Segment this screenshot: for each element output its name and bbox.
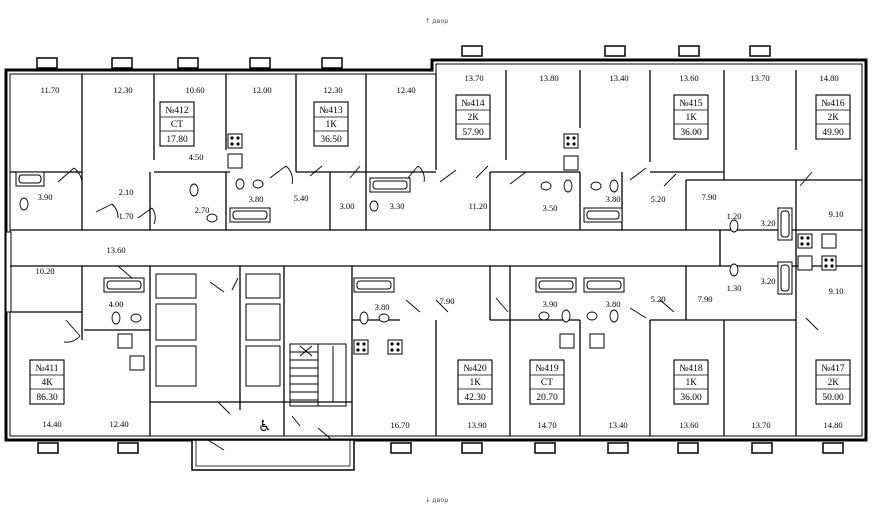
unit-413-area: 36.50	[320, 135, 342, 145]
unit-417-area: 50.00	[822, 393, 844, 403]
room-area-label: 9.10	[829, 209, 844, 219]
room-area-label: 2.10	[119, 187, 134, 197]
unit-420-type: 1К	[469, 378, 481, 388]
room-area-label: 3.80	[249, 194, 264, 204]
room-area-label: 14.80	[823, 420, 842, 430]
room-area-label: 12.30	[113, 85, 132, 95]
room-area-label: 5.20	[651, 194, 666, 204]
room-area-label: 3.30	[390, 201, 405, 211]
room-area-label: 13.70	[751, 420, 770, 430]
bottom-yard-label: двор	[432, 496, 448, 504]
unit-420-area: 42.30	[464, 393, 486, 403]
room-area-label: 3.80	[606, 194, 621, 204]
room-area-label: 3.20	[761, 276, 776, 286]
room-area-label: 10.20	[35, 266, 54, 276]
room-area-label: 14.70	[537, 420, 556, 430]
unit-412-area: 17.80	[166, 135, 188, 145]
room-area-label: 3.00	[340, 201, 355, 211]
unit-418-number: №418	[679, 364, 703, 374]
room-area-label: 13.40	[608, 420, 627, 430]
bottom-direction-arrow: ↓	[425, 496, 430, 504]
unit-416-area: 49.90	[822, 128, 844, 138]
room-area-label: 13.40	[609, 73, 628, 83]
room-area-label: 1.20	[727, 211, 742, 221]
room-area-label: 1.70	[119, 211, 134, 221]
unit-412-number: №412	[165, 106, 189, 116]
kitchen-stoves	[117, 133, 837, 371]
top-yard-label: двор	[432, 17, 448, 25]
unit-416-type: 2К	[827, 113, 839, 123]
room-area-label: 11.70	[41, 85, 60, 95]
apartment-label-boxes	[29, 94, 851, 405]
room-area-label: 14.80	[819, 73, 838, 83]
door-swings	[57, 165, 819, 451]
unit-415-type: 1К	[685, 113, 697, 123]
unit-413-type: 1К	[325, 120, 337, 130]
unit-labels: №412 СТ 17.80 №413 1К 36.50 №414 2К 57.9…	[36, 99, 845, 403]
room-area-label: 3.50	[543, 203, 558, 213]
toilets-and-sinks	[19, 178, 739, 325]
room-area-label: 4.50	[189, 152, 204, 162]
room-area-label: 13.80	[539, 73, 558, 83]
room-area-label: 13.60	[679, 420, 698, 430]
room-area-label: 4.00	[109, 299, 124, 309]
room-area-label: 13.90	[467, 420, 486, 430]
room-area-label: 11.20	[469, 201, 488, 211]
unit-414-number: №414	[461, 99, 485, 109]
unit-419-type: СТ	[541, 378, 553, 388]
room-area-label: 3.80	[606, 299, 621, 309]
window-bays	[36, 45, 844, 454]
unit-419-area: 20.70	[536, 393, 558, 403]
wheelchair-icon: ♿	[258, 417, 271, 435]
unit-417-number: №417	[821, 364, 845, 374]
unit-415-number: №415	[679, 99, 703, 109]
unit-417-type: 2К	[827, 378, 839, 388]
room-area-label: 16.70	[390, 420, 409, 430]
room-area-label: 7.90	[698, 294, 713, 304]
unit-411-number: №411	[36, 364, 59, 374]
room-area-label: 5.40	[294, 193, 309, 203]
unit-411-area: 86.30	[36, 393, 58, 403]
interior-walls	[10, 70, 862, 436]
stove-burners	[230, 136, 834, 352]
unit-419-number: №419	[535, 364, 559, 374]
unit-418-type: 1К	[685, 378, 697, 388]
room-area-label: 12.00	[252, 85, 271, 95]
room-area-label: 10.60	[185, 85, 204, 95]
apartment-label-dividers	[30, 109, 850, 390]
room-area-label: 12.30	[323, 85, 342, 95]
room-area-label: 13.70	[464, 73, 483, 83]
room-area-label: 13.70	[750, 73, 769, 83]
room-area-label: 7.90	[440, 296, 455, 306]
unit-415-area: 36.00	[680, 128, 702, 138]
room-area-label: 7.90	[702, 192, 717, 202]
room-area-label: 12.40	[109, 419, 128, 429]
room-area-label: 13.60	[106, 245, 125, 255]
bathtubs	[15, 171, 793, 295]
room-area-label: 3.80	[375, 302, 390, 312]
unit-414-type: 2К	[467, 113, 479, 123]
room-area-label: 3.90	[543, 299, 558, 309]
stair-core	[155, 273, 347, 407]
unit-414-area: 57.90	[462, 128, 484, 138]
unit-416-number: №416	[821, 99, 845, 109]
room-area-label: 9.10	[829, 286, 844, 296]
room-area-label: 3.20	[761, 218, 776, 228]
room-area-labels: 11.70 12.30 10.60 12.00 12.30 12.40 13.7…	[35, 73, 843, 430]
room-area-label: 3.90	[38, 192, 53, 202]
room-area-label: 2.70	[195, 205, 210, 215]
unit-418-area: 36.00	[680, 393, 702, 403]
room-area-label: 14.40	[42, 419, 61, 429]
room-area-label: 12.40	[396, 85, 415, 95]
room-area-label: 5.20	[651, 294, 666, 304]
room-area-label: 13.60	[679, 73, 698, 83]
unit-420-number: №420	[463, 364, 487, 374]
top-direction-arrow: ↑	[425, 17, 430, 25]
unit-411-type: 4К	[41, 378, 53, 388]
unit-412-type: СТ	[171, 120, 183, 130]
room-area-label: 1.30	[727, 283, 742, 293]
unit-413-number: №413	[319, 106, 343, 116]
